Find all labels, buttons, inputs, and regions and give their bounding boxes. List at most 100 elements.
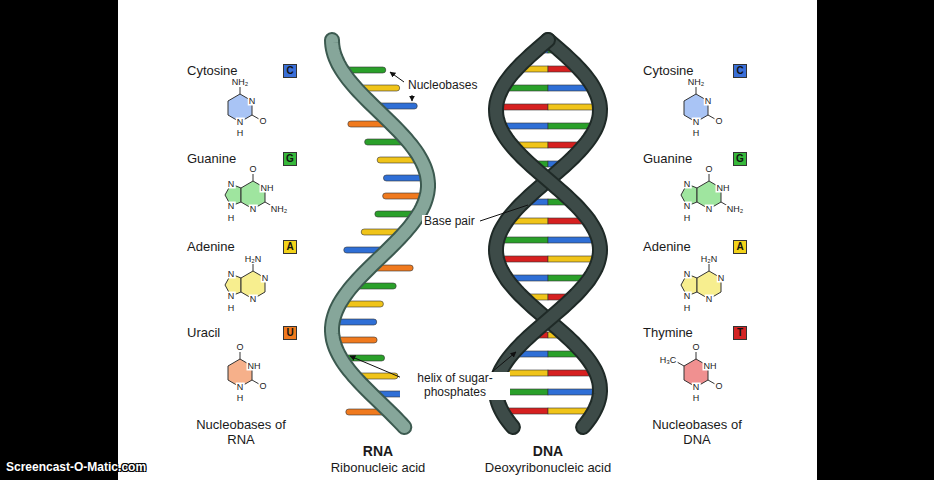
molecule-bond [696,352,697,359]
side-panel [0,0,118,480]
molecule-title: RNA [363,443,393,459]
atom-label: N [683,202,692,211]
atom-label: N [249,205,258,214]
atom-label: N [227,180,236,189]
atom-label: N [683,270,692,279]
molecule-bond [709,174,710,181]
atom-label: N [227,270,236,279]
dna-backbone [496,40,600,427]
atom-label: N [227,292,236,301]
base-name: Thymine [643,326,693,341]
atom-label: N [227,202,236,211]
dna-backbone [496,40,600,427]
molecule-bond [240,352,241,359]
atom-label: N [705,205,714,214]
molecule-subtitle: Deoxyribonucleic acid [485,461,611,476]
base-letter-badge: G [283,152,297,166]
base-name: Adenine [643,240,691,255]
base-letter: G [736,153,744,164]
rna-backbone [332,40,428,427]
atom-label: O [714,117,723,126]
callout-label: Nucleobases [406,79,479,93]
atom-label: N [261,274,270,283]
base-name: Adenine [187,240,235,255]
base-letter: C [286,65,293,76]
atom-label: NH [247,362,262,371]
base-letter-badge: A [733,240,747,254]
atom-label: N [705,295,714,304]
atom-label: N [236,118,245,127]
base-letter: C [736,65,743,76]
base-letter-badge: U [283,326,297,340]
atom-label: O [258,117,267,126]
leader-line [390,72,404,82]
molecule-bond [240,87,241,94]
atom-label: NH [260,184,275,193]
molecule-subtitle: Ribonucleic acid [331,461,426,476]
base-name: Guanine [643,152,692,167]
molecule-title: DNA [533,443,563,459]
atom-label: H [692,129,701,138]
callout-label: Base pair [422,215,477,229]
atom-label: NH₂ [687,78,706,87]
atom-label: H [692,394,701,403]
atom-label: N [236,383,245,392]
base-letter-badge: C [283,64,297,78]
molecule-bond [253,264,254,271]
leader-line [492,352,516,372]
column-caption: Nucleobases of DNA [649,418,745,448]
base-letter: T [737,327,743,338]
atom-label: N [683,180,692,189]
atom-label: O [691,343,700,352]
base-letter: U [286,327,293,338]
atom-label: N [249,295,258,304]
atom-label: H [683,214,692,223]
leader-line [350,356,402,378]
atom-label: H [236,129,245,138]
atom-label: O [258,382,267,391]
dna-backbone [496,40,600,427]
atom-label: N [717,274,726,283]
rna-backbone [332,40,428,427]
base-letter-badge: T [733,326,747,340]
atom-label: H₂N [700,255,719,264]
callout-label: helix of sugar-phosphates [400,372,510,400]
atom-label: N [248,97,257,106]
atom-label: H [227,304,236,313]
atom-label: NH [703,362,718,371]
molecule-bond [677,362,684,366]
base-name: Uracil [187,326,220,341]
atom-label: NH₂ [726,205,745,214]
base-letter: G [286,153,294,164]
leader-line [412,95,413,101]
watermark: Screencast-O-Matic.com [6,461,146,475]
atom-label: O [235,343,244,352]
atom-label: NH₂ [270,205,289,214]
molecule-bond [709,264,710,271]
atom-label: H [227,214,236,223]
atom-label: O [248,165,257,174]
leader-line [480,205,528,221]
atom-label: N [704,97,713,106]
atom-label: O [714,382,723,391]
column-caption: Nucleobases of RNA [193,418,289,448]
base-letter-badge: G [733,152,747,166]
molecule-bond [253,174,254,181]
base-letter: A [286,241,293,252]
side-panel [817,0,934,480]
atom-label: H₂N [244,255,263,264]
atom-label: N [692,383,701,392]
atom-label: N [692,118,701,127]
base-letter-badge: A [283,240,297,254]
atom-label: H₃C [659,356,678,365]
atom-label: H [236,394,245,403]
atom-label: NH [716,184,731,193]
molecule-bond [696,87,697,94]
base-letter: A [736,241,743,252]
atom-label: O [704,165,713,174]
atom-label: H [683,304,692,313]
